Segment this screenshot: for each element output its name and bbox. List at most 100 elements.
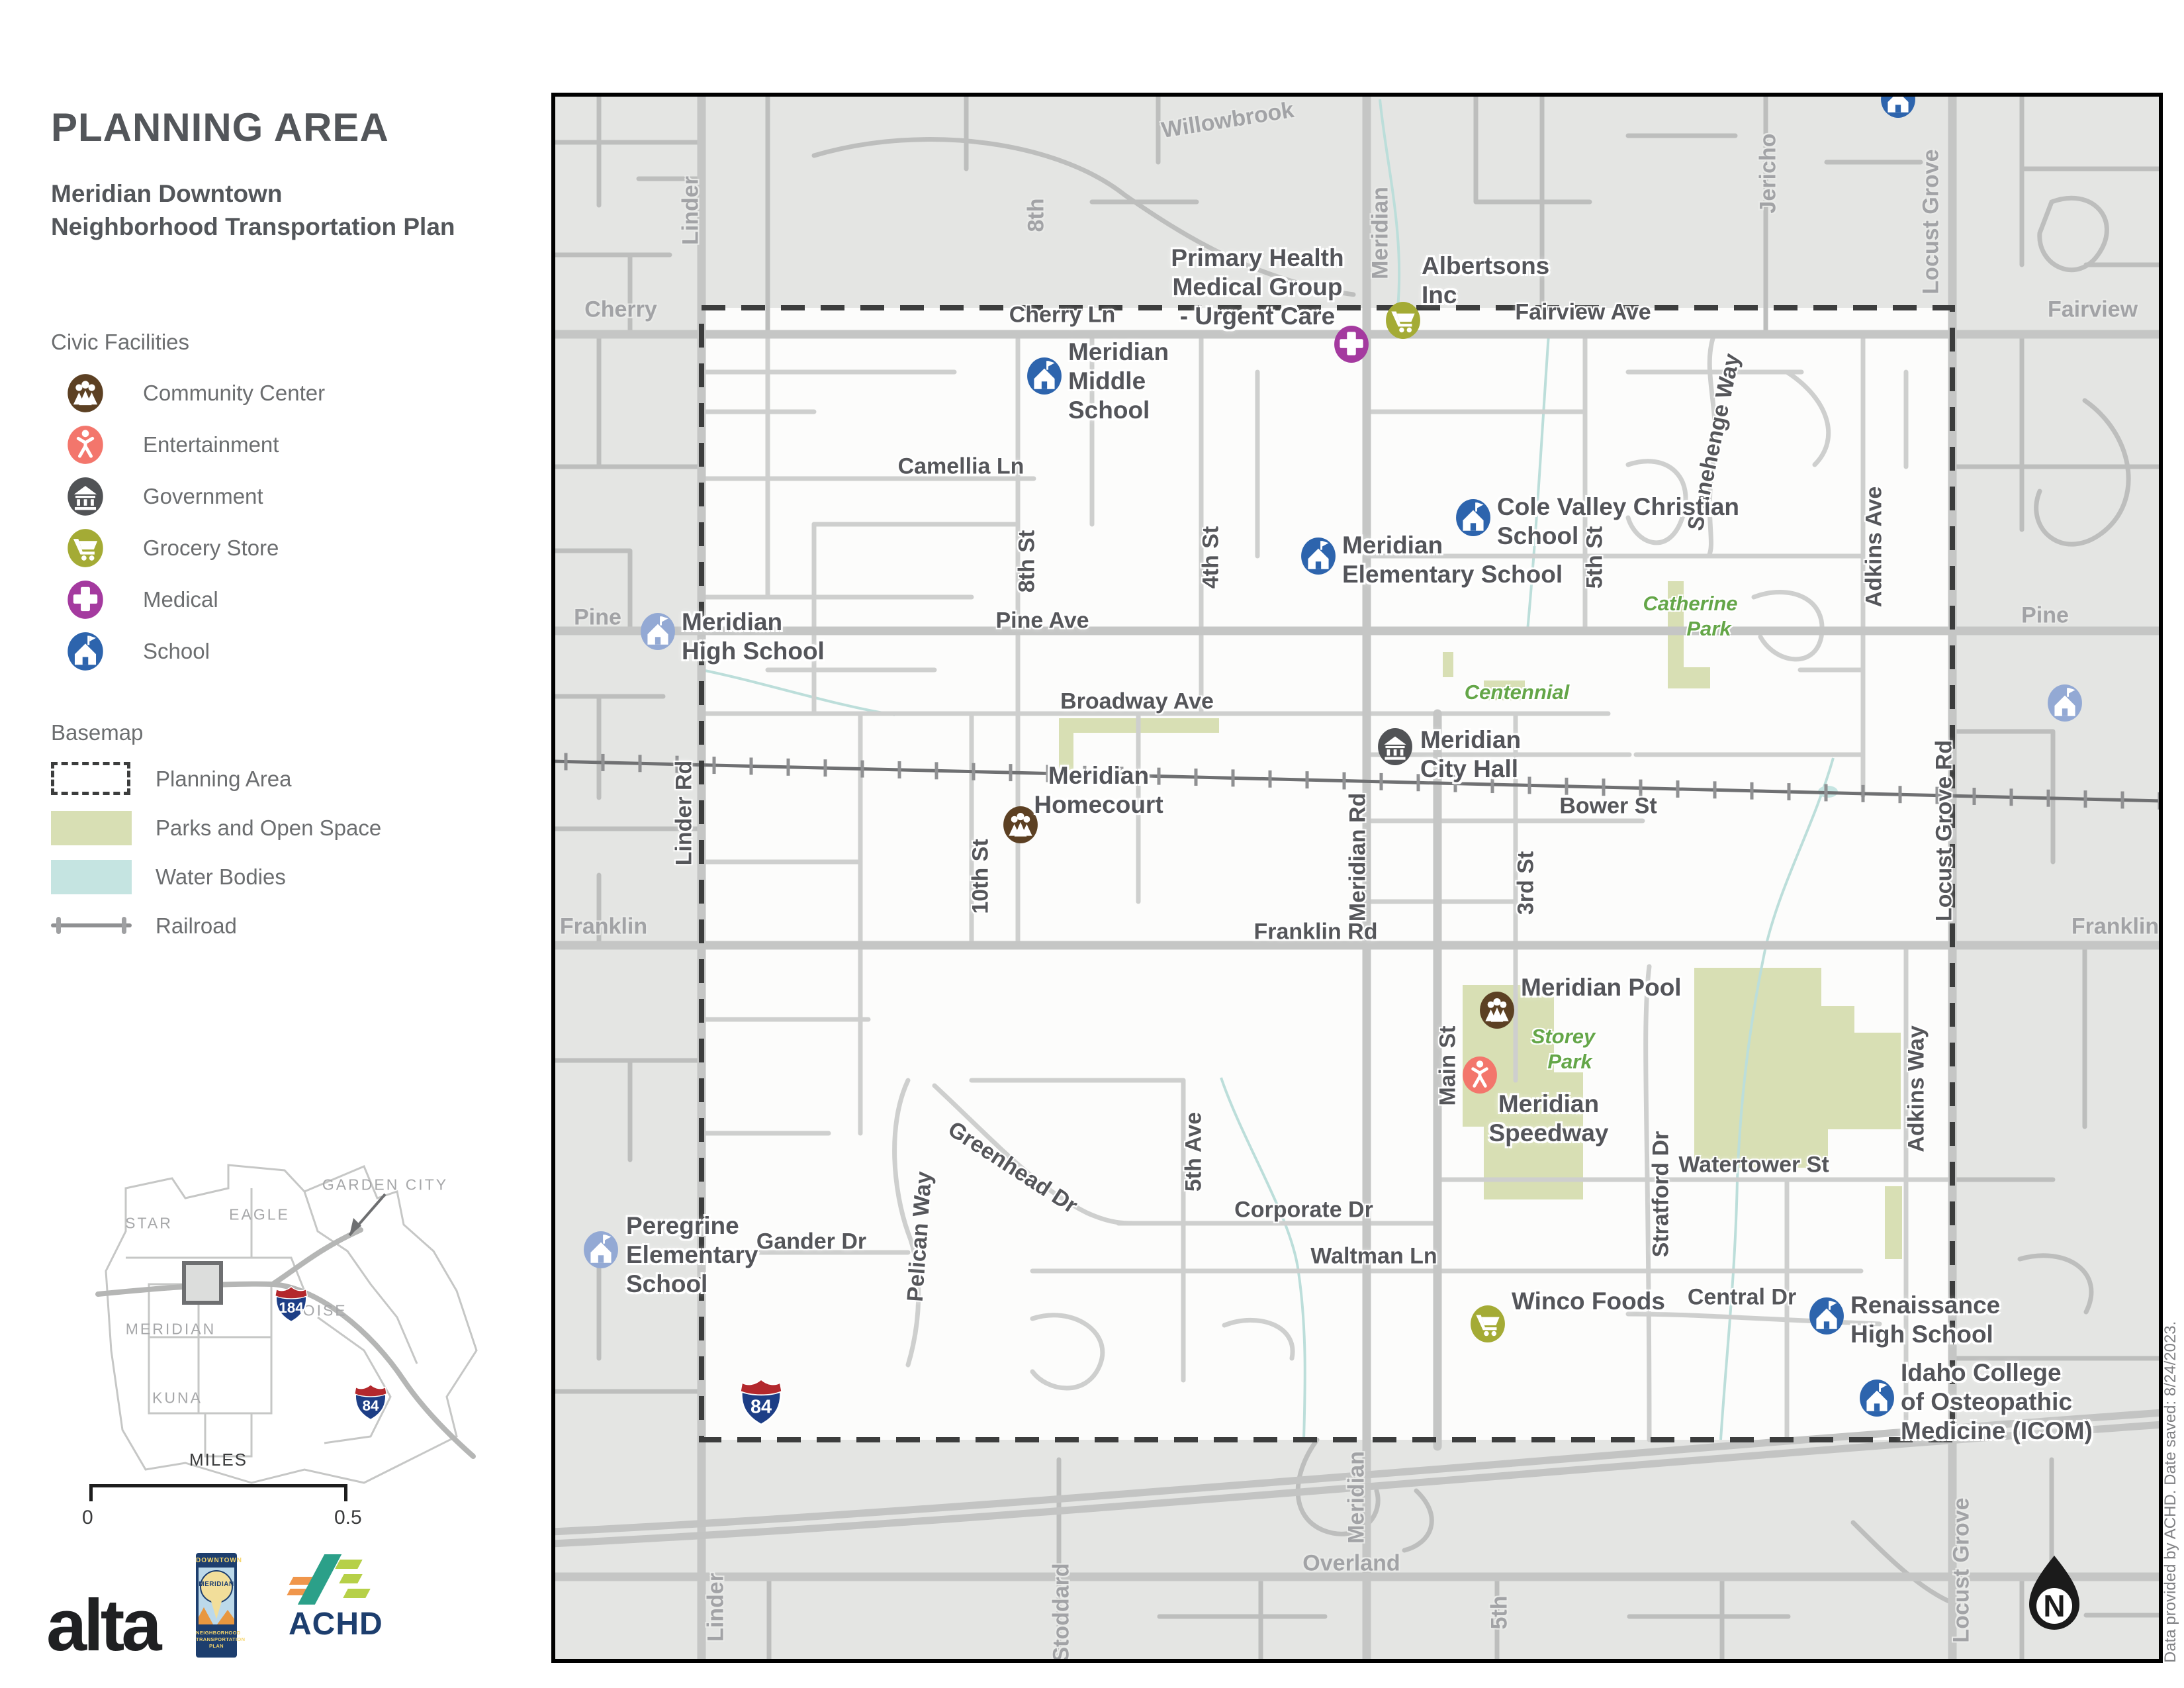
street-label-linder: Linder <box>703 1573 729 1642</box>
scale-bar: MILES 0 0.5 <box>73 1450 364 1529</box>
svg-text:84: 84 <box>363 1397 379 1414</box>
street-label-5th: 5th <box>1486 1595 1512 1630</box>
legend-item-label: Medical <box>143 587 218 612</box>
street-label-bower-st: Bower St <box>1559 793 1657 819</box>
street-label-meridian: Meridian <box>1343 1451 1369 1544</box>
street-label-corporate-dr: Corporate Dr <box>1234 1197 1373 1223</box>
street-label-overland: Overland <box>1302 1550 1400 1576</box>
street-label-adkins-way: Adkins Way <box>1903 1025 1929 1152</box>
street-label-pine: Pine <box>2021 602 2069 628</box>
community-center-icon <box>66 373 105 414</box>
scale-units-label: MILES <box>189 1450 248 1470</box>
street-label-franklin: Franklin <box>2071 914 2160 939</box>
badge-mountain-right <box>217 1610 234 1624</box>
railroad-layer <box>555 753 2159 810</box>
street-label-centennial: Centennial <box>1464 680 1570 704</box>
medical-poi-icon <box>1333 324 1370 365</box>
poi-label-meridian-pool: Meridian Pool <box>1521 974 1682 1001</box>
street-label-storey: Storey <box>1531 1025 1596 1048</box>
basemap-item-parks-and-open-space: Parks and Open Space <box>51 804 381 853</box>
achd-logo-text: ACHD <box>289 1607 383 1642</box>
legend-item-community-center: Community Center <box>66 367 325 419</box>
street-label-cherry: Cherry <box>584 297 657 322</box>
page-subtitle: Meridian Downtown Neighborhood Transport… <box>51 177 455 244</box>
badge-sky: MERIDIAN <box>199 1568 234 1624</box>
street-label-meridian: Meridian <box>1367 187 1393 279</box>
inset-label-kuna: KUNA <box>152 1389 203 1407</box>
school-icon <box>66 631 105 672</box>
street-label-franklin: Franklin <box>559 914 648 939</box>
civic-facilities-heading: Civic Facilities <box>51 330 190 354</box>
street-label-8th-st: 8th St <box>1014 530 1040 593</box>
street-label-camellia-ln: Camellia Ln <box>897 453 1024 479</box>
sidebar: PLANNING AREA Meridian Downtown Neighbor… <box>0 0 551 1688</box>
planning-area-boundary <box>699 305 1955 1442</box>
inset-label-star: STAR <box>125 1214 173 1232</box>
badge-top-text: DOWNTOWN <box>196 1557 243 1564</box>
basemap-item-label: Parks and Open Space <box>156 816 382 840</box>
svg-text:N: N <box>2043 1589 2065 1623</box>
data-credit-text: Data provided by ACHD. Date saved: 8/24/… <box>2161 1321 2179 1663</box>
scale-start-label: 0 <box>82 1507 93 1528</box>
school-poi-icon <box>1026 355 1063 397</box>
street-label-fairview: Fairview <box>2047 297 2138 322</box>
basemap-swatch <box>51 762 132 796</box>
scale-bar-line <box>89 1484 347 1501</box>
legend-item-label: School <box>143 639 210 663</box>
street-label-waltman-ln: Waltman Ln <box>1310 1243 1437 1269</box>
basemap-item-label: Railroad <box>156 914 237 938</box>
achd-logo-stripes <box>287 1554 375 1606</box>
grocery-poi-icon <box>1469 1303 1506 1344</box>
school-poi-icon <box>1455 497 1492 538</box>
street-label-park: Park <box>1686 617 1731 640</box>
street-label-willowbrook: Willowbrook <box>1160 97 1296 144</box>
street-label-franklin-rd: Franklin Rd <box>1253 919 1378 945</box>
basemap-item-label: Planning Area <box>156 767 292 791</box>
street-label-pelican-way: Pelican Way <box>902 1170 937 1303</box>
street-label-watertower-st: Watertower St <box>1678 1152 1829 1178</box>
legend-item-label: Community Center <box>143 381 326 405</box>
school-poi-icon <box>2046 682 2083 724</box>
street-label-locust-grove-rd: Locust Grove Rd <box>1931 740 1957 921</box>
basemap-heading: Basemap <box>51 720 144 745</box>
legend-item-entertainment: Entertainment <box>66 419 325 471</box>
street-label-3rd-st: 3rd St <box>1513 851 1539 915</box>
legend-item-medical: Medical <box>66 574 325 626</box>
street-label-stratford-dr: Stratford Dr <box>1648 1131 1674 1258</box>
grocery-poi-icon <box>1385 300 1422 341</box>
legend-item-label: Grocery Store <box>143 536 279 560</box>
street-label-jericho: Jericho <box>1755 133 1781 214</box>
street-label-main-st: Main St <box>1435 1025 1461 1106</box>
street-label-10th-st: 10th St <box>968 839 993 914</box>
street-label-park: Park <box>1547 1050 1592 1073</box>
school-poi-icon <box>639 611 676 652</box>
street-label-4th-st: 4th St <box>1198 526 1224 589</box>
basemap-item-water-bodies: Water Bodies <box>51 853 381 902</box>
interstate-84-shield-icon: 84 <box>737 1376 785 1430</box>
school-poi-icon <box>1880 97 1917 120</box>
street-label-locust-grove: Locust Grove <box>1948 1497 1974 1643</box>
subtitle-line-2: Neighborhood Transportation Plan <box>51 213 455 240</box>
achd-logo: ACHD <box>287 1554 383 1642</box>
entertainment-icon <box>66 424 105 465</box>
downtown-meridian-badge-logo: DOWNTOWN MERIDIAN NEIGHBORHOOD TRANSPORT… <box>196 1553 246 1658</box>
alta-logo: alta <box>46 1585 162 1666</box>
badge-bottom-text: NEIGHBORHOOD TRANSPORTATION PLAN <box>196 1630 246 1649</box>
street-label-central-dr: Central Dr <box>1687 1284 1797 1310</box>
basemap-item-railroad: Railroad <box>51 902 381 951</box>
freeway-layer <box>555 1409 2159 1548</box>
school-poi-icon <box>1808 1295 1845 1336</box>
parks-layer <box>1059 581 1902 1259</box>
